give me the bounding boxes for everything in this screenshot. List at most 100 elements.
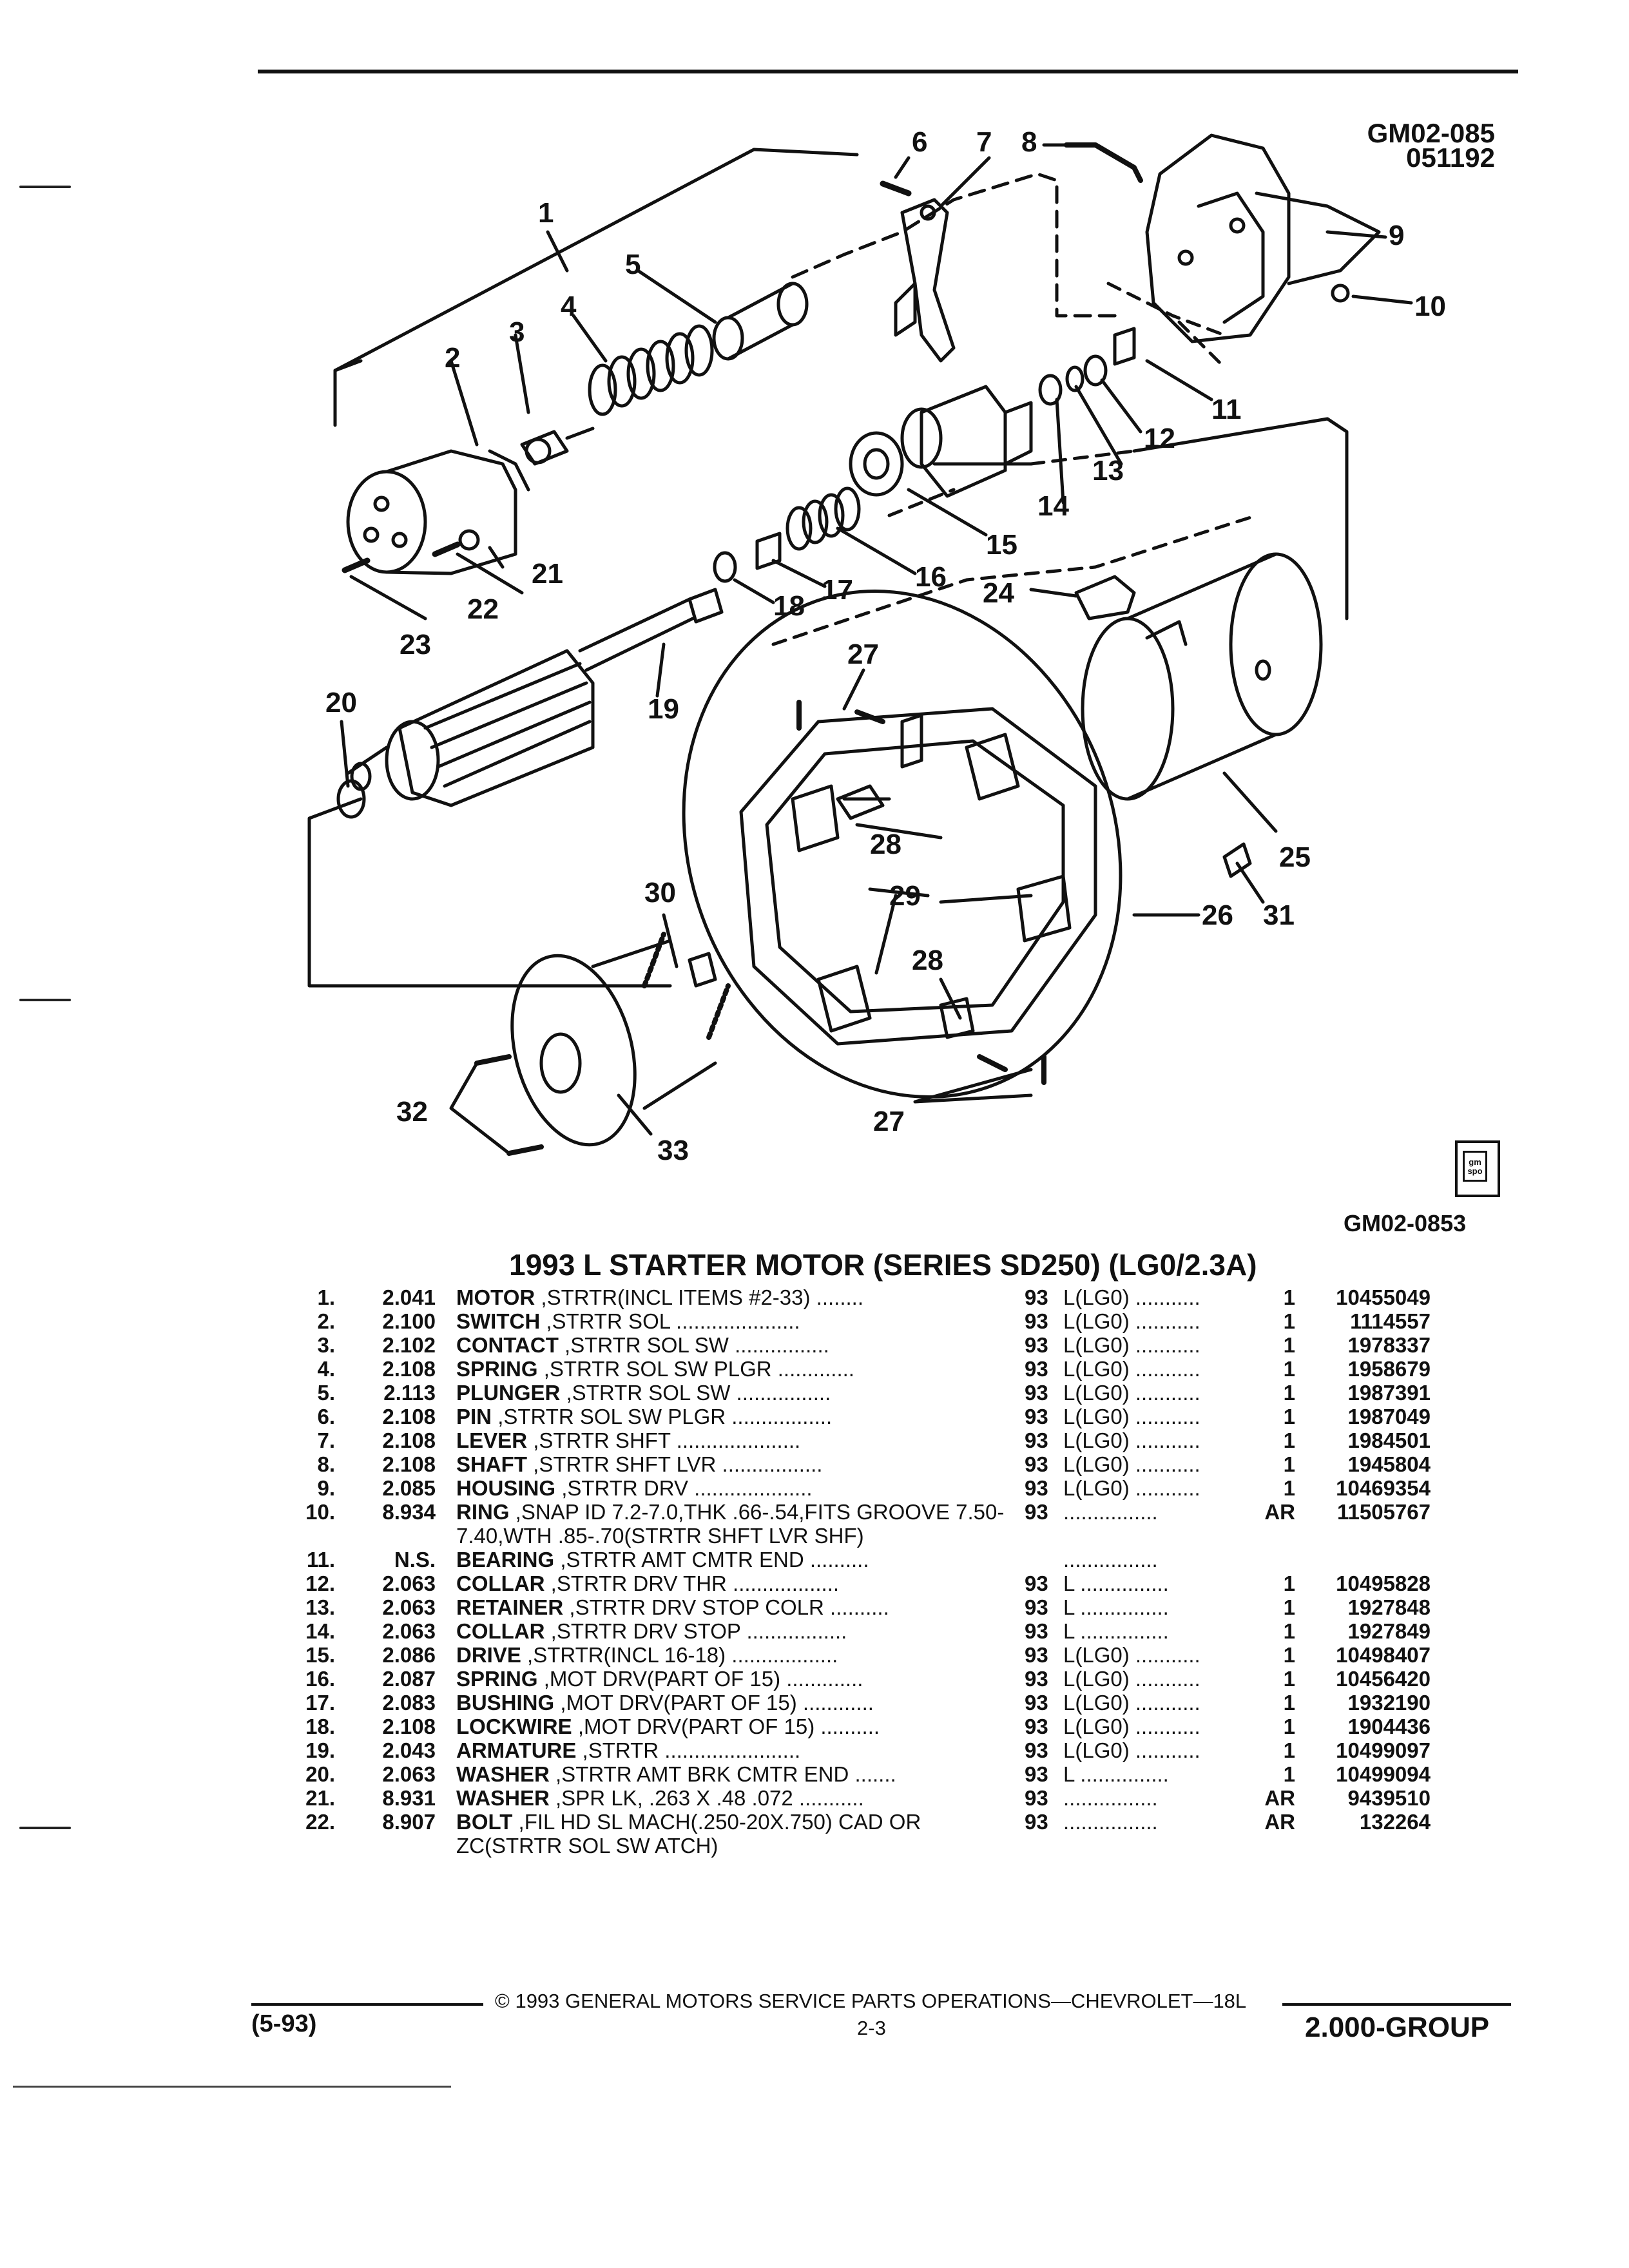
quantity: AR — [1264, 1810, 1295, 1834]
callout-label: 20 — [325, 687, 357, 718]
callout-label: 33 — [657, 1135, 689, 1166]
item-number: 20. — [305, 1762, 335, 1786]
diagram-code: GM02-0853 — [1344, 1210, 1467, 1236]
usage: ................ — [1063, 1500, 1158, 1524]
group-number: 2.102 — [382, 1333, 436, 1357]
callout-label: 22 — [467, 593, 499, 625]
group-number: 2.086 — [382, 1643, 436, 1667]
group-number: 2.108 — [382, 1405, 436, 1428]
callout-label: 8 — [1021, 126, 1037, 158]
part-name: RETAINER — [456, 1595, 564, 1619]
callout-label: 2 — [445, 342, 460, 374]
part-detail: ,STRTR SHFT LVR ................. — [533, 1452, 823, 1476]
part-number: 132264 — [1359, 1810, 1431, 1834]
part-name: COLLAR — [456, 1571, 545, 1595]
part-number: 1927849 — [1347, 1619, 1431, 1643]
part-detail: ,STRTR SOL ..................... — [546, 1309, 800, 1333]
model-year: 93 — [1025, 1715, 1048, 1738]
item-number: 10. — [305, 1500, 335, 1524]
item-number: 4. — [317, 1357, 335, 1381]
part-description: ARMATURE ,STRTR ....................... — [445, 1738, 1012, 1762]
quantity: 1 — [1283, 1333, 1295, 1357]
group-number: 2.113 — [383, 1381, 436, 1405]
usage: ................ — [1063, 1810, 1158, 1834]
part-name: RING — [456, 1500, 510, 1524]
part-number: 11505767 — [1336, 1500, 1431, 1524]
callout-label: 9 — [1389, 220, 1404, 251]
callout-label: 31 — [1263, 899, 1295, 931]
usage: L(LG0) ........... — [1063, 1452, 1200, 1476]
group-number: N.S. — [394, 1548, 436, 1571]
part-name: SWITCH — [456, 1309, 541, 1333]
part-detail: ,SNAP ID 7.2-7.0,THK .66-.54,FITS GROOVE… — [456, 1500, 1005, 1548]
callout-label: 3 — [509, 316, 525, 348]
callout-label: 21 — [532, 558, 563, 590]
part-detail: ,STRTR AMT BRK CMTR END ....... — [555, 1762, 896, 1786]
item-number: 22. — [305, 1810, 335, 1834]
item-number: 19. — [305, 1738, 335, 1762]
part-description: SWITCH ,STRTR SOL ..................... — [445, 1309, 1012, 1333]
item-number: 3. — [317, 1333, 335, 1357]
part-description: BEARING ,STRTR AMT CMTR END .......... — [445, 1548, 1012, 1571]
group-label: 2.000-GROUP — [1305, 2012, 1490, 2043]
margin-mark — [19, 186, 71, 188]
part-detail: ,STRTR DRV .................... — [561, 1476, 813, 1500]
part-number: 10498407 — [1336, 1643, 1431, 1667]
callout-label: 26 — [1202, 899, 1233, 931]
callout-label: 27 — [847, 639, 879, 670]
model-year: 93 — [1025, 1667, 1048, 1691]
model-year: 93 — [1025, 1786, 1048, 1810]
model-year: 93 — [1025, 1333, 1048, 1357]
group-number: 2.108 — [382, 1452, 436, 1476]
item-number: 15. — [305, 1643, 335, 1667]
part-name: SPRING — [456, 1357, 538, 1381]
callout-label: 28 — [870, 829, 901, 860]
usage: L(LG0) ........... — [1063, 1738, 1200, 1762]
model-year: 93 — [1025, 1476, 1048, 1500]
top-rule — [258, 70, 1518, 73]
model-year: 93 — [1025, 1762, 1048, 1786]
part-description: LEVER ,STRTR SHFT ..................... — [445, 1428, 1012, 1452]
part-number: 10469354 — [1336, 1476, 1431, 1500]
part-number: 1932190 — [1347, 1691, 1431, 1715]
callout-label: 10 — [1414, 291, 1446, 322]
callout-label: 4 — [561, 291, 577, 322]
part-number: 10499094 — [1336, 1762, 1431, 1786]
reference-code-bottom: 051192 — [1406, 142, 1495, 173]
quantity: 1 — [1283, 1357, 1295, 1381]
quantity: 1 — [1283, 1476, 1295, 1500]
part-detail: ,FIL HD SL MACH(.250-20X.750) CAD OR ZC(… — [456, 1810, 921, 1858]
part-name: LEVER — [456, 1428, 528, 1452]
callout-label: 30 — [644, 877, 676, 908]
part-description: CONTACT ,STRTR SOL SW ................ — [445, 1333, 1012, 1357]
group-number: 2.063 — [382, 1619, 436, 1643]
part-number: 1987049 — [1347, 1405, 1431, 1428]
part-detail: ,STRTR SOL SW PLGR ................. — [497, 1405, 833, 1428]
part-description: BUSHING ,MOT DRV(PART OF 15) ...........… — [445, 1691, 1012, 1715]
part-number: 1927848 — [1347, 1595, 1431, 1619]
quantity: AR — [1264, 1786, 1295, 1810]
usage: L(LG0) ........... — [1063, 1381, 1200, 1405]
part-description: MOTOR ,STRTR(INCL ITEMS #2-33) ........ — [445, 1285, 1012, 1309]
group-number: 2.100 — [382, 1309, 436, 1333]
usage: L ............... — [1063, 1619, 1169, 1643]
part-description: COLLAR ,STRTR DRV STOP ................. — [445, 1619, 1012, 1643]
quantity: 1 — [1283, 1571, 1295, 1595]
group-number: 2.108 — [382, 1357, 436, 1381]
model-year: 93 — [1025, 1619, 1048, 1643]
part-detail: ,STRTR(INCL 16-18) .................. — [527, 1643, 838, 1667]
part-number: 10455049 — [1336, 1285, 1431, 1309]
part-description: WASHER ,SPR LK, .263 X .48 .072 ........… — [445, 1786, 1012, 1810]
gm-spo-logo: gm spo — [1455, 1140, 1500, 1197]
callout-label: 29 — [889, 880, 921, 912]
parts-row: 3. 2.102 CONTACT ,STRTR SOL SW ...........… — [284, 1333, 1514, 1357]
part-name: SHAFT — [456, 1452, 527, 1476]
model-year: 93 — [1025, 1571, 1048, 1595]
